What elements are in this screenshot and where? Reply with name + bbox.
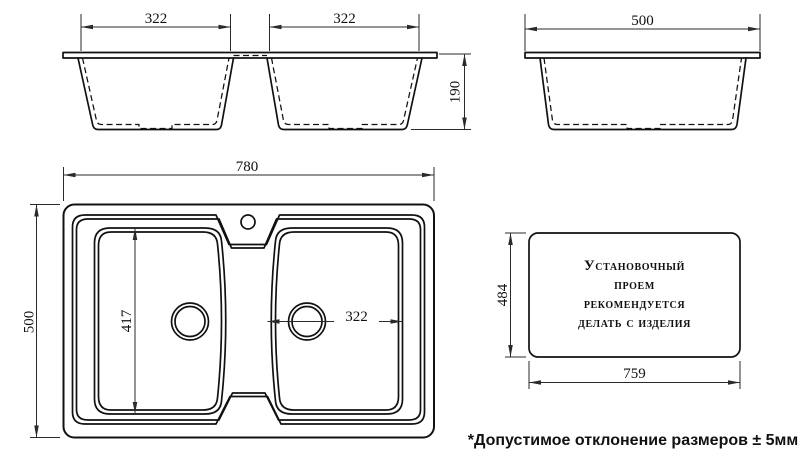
tolerance-footnote: *Допустимое отклонение размеров ± 5мм bbox=[468, 432, 798, 449]
front-dim-depth: 190 bbox=[411, 53, 471, 130]
top-left-drain-outer bbox=[170, 302, 210, 341]
side-bowl-outline bbox=[539, 57, 747, 131]
cutout-note-line3: рекомендуется bbox=[584, 296, 686, 312]
top-dim-overall-width-label: 780 bbox=[236, 159, 259, 175]
top-dim-bowl-width: 322 bbox=[267, 308, 403, 325]
top-dim-overall-depth: 500 bbox=[22, 204, 60, 438]
top-dim-overall-width: 780 bbox=[63, 159, 435, 201]
cutout-dim-height-label: 484 bbox=[495, 283, 511, 306]
side-rim bbox=[524, 51, 761, 59]
top-left-bowl-inner bbox=[97, 231, 223, 411]
top-right-bowl-inner bbox=[274, 231, 400, 411]
front-dim-right-bowl-label: 322 bbox=[333, 11, 356, 27]
top-rim-contour-outer bbox=[71, 214, 426, 425]
cutout-note-line4: делать с изделия bbox=[578, 315, 691, 331]
front-right-bowl-hidden-line bbox=[270, 57, 419, 130]
cutout-dim-height: 484 bbox=[495, 232, 526, 358]
front-dim-left-bowl: 322 bbox=[80, 11, 231, 51]
cutout-view: Установочный проем рекомендуется делать … bbox=[495, 232, 741, 389]
side-section-view: 500 bbox=[524, 13, 761, 131]
top-dim-overall-depth-label: 500 bbox=[22, 311, 38, 334]
top-right-bowl-outer bbox=[270, 227, 404, 415]
side-dim-width-label: 500 bbox=[631, 13, 654, 29]
cutout-dim-width-label: 759 bbox=[623, 366, 646, 382]
front-section-view: 322 322 190 bbox=[62, 11, 471, 131]
front-dim-left-bowl-label: 322 bbox=[145, 11, 168, 27]
top-dim-bowl-length-label: 417 bbox=[119, 309, 135, 332]
top-outer-edge bbox=[62, 203, 435, 439]
front-left-bowl-outline bbox=[77, 57, 235, 131]
top-left-bowl-outer bbox=[93, 227, 227, 415]
cutout-rect bbox=[528, 232, 741, 358]
front-right-bowl-outline bbox=[266, 57, 423, 131]
top-faucet-hole bbox=[240, 214, 256, 230]
front-rim bbox=[62, 51, 438, 59]
top-rim-contour-inner bbox=[75, 218, 422, 421]
cutout-note-line2: проем bbox=[614, 277, 655, 293]
front-dim-depth-label: 190 bbox=[448, 81, 464, 104]
top-view: 780 500 417 322 bbox=[22, 159, 435, 439]
side-bowl-hidden-line bbox=[543, 57, 743, 130]
top-dim-bowl-width-label: 322 bbox=[345, 309, 368, 325]
front-left-bowl-hidden-line bbox=[81, 57, 230, 130]
top-left-drain-inner bbox=[174, 305, 206, 338]
front-dim-right-bowl: 322 bbox=[269, 11, 420, 51]
top-dim-bowl-length: 417 bbox=[119, 228, 138, 414]
cutout-dim-width: 759 bbox=[528, 361, 741, 389]
cutout-note-line1: Установочный bbox=[584, 258, 685, 274]
side-dim-width: 500 bbox=[524, 13, 761, 51]
